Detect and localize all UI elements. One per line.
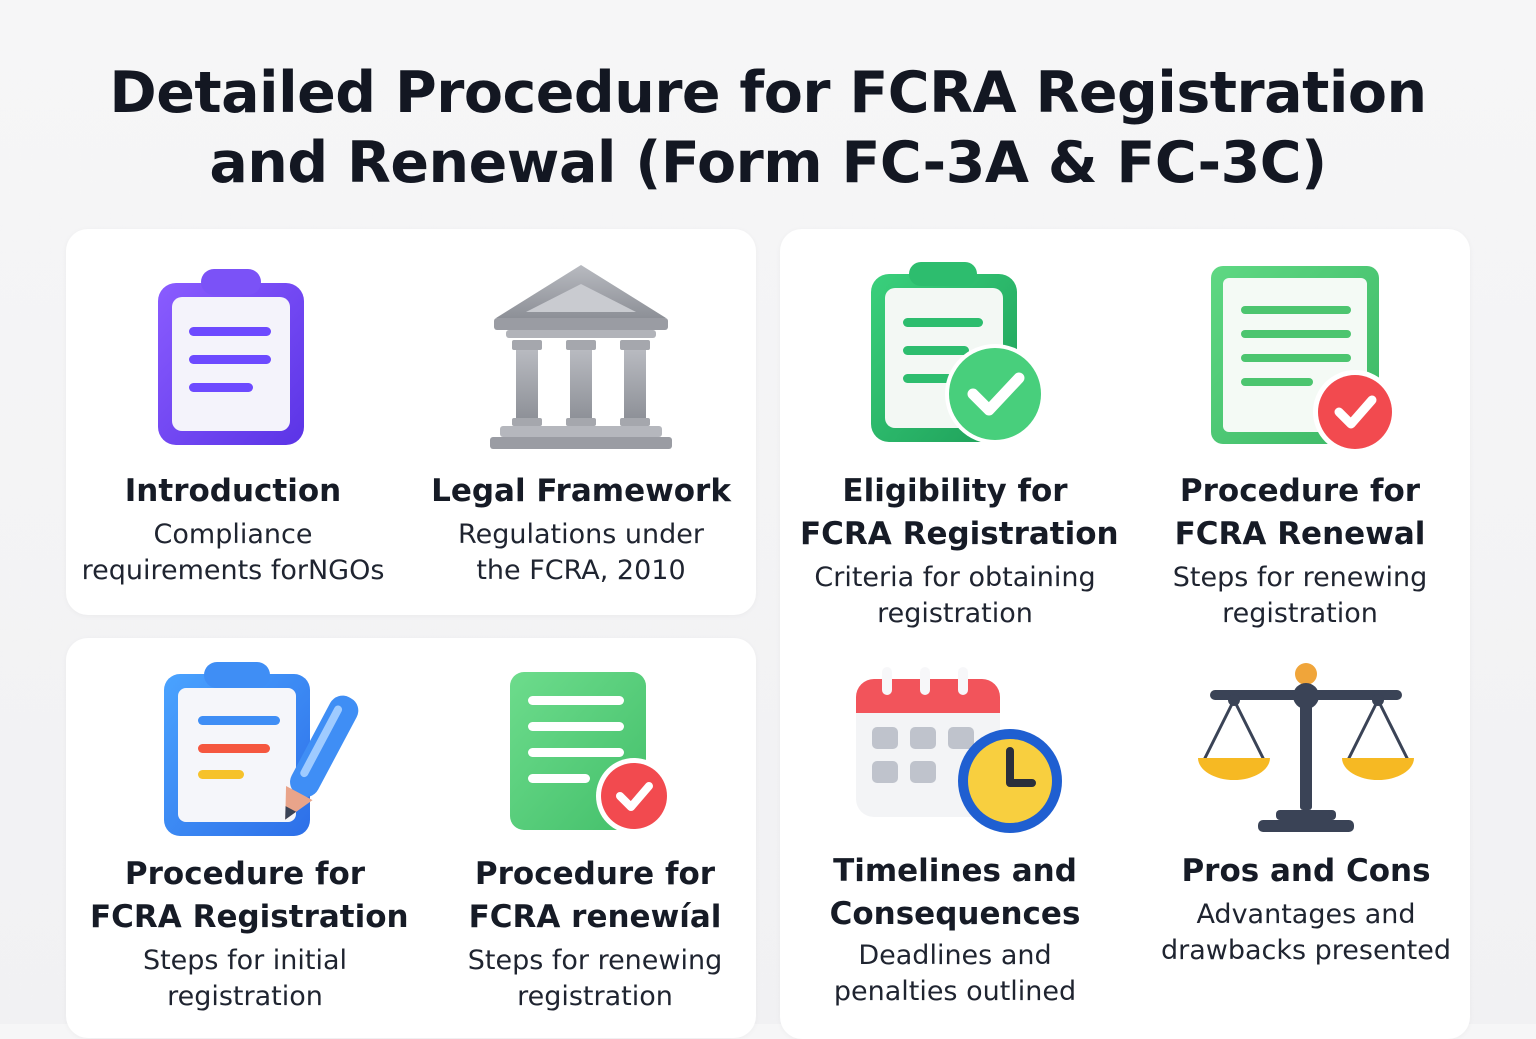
title-line-1: Detailed Procedure for FCRA Registration	[109, 60, 1427, 126]
card-heading: Introduction	[124, 473, 342, 509]
government-building-icon	[490, 265, 672, 449]
page-title: Detailed Procedure for FCRA Registration…	[0, 58, 1536, 198]
card-heading: Pros and Cons	[1181, 853, 1431, 889]
title-line-2: and Renewal (Form FC-3A & FC-3C)	[209, 130, 1327, 196]
card-heading: Legal Framework	[431, 473, 731, 509]
clipboard-pen-icon	[164, 662, 359, 836]
balance-scale-icon	[1198, 663, 1414, 832]
clipboard-check-icon	[871, 262, 1045, 444]
document-check-icon	[1211, 266, 1395, 454]
document-check-icon	[510, 672, 672, 834]
calendar-clock-icon	[856, 667, 1062, 833]
clipboard-list-icon	[158, 269, 304, 445]
